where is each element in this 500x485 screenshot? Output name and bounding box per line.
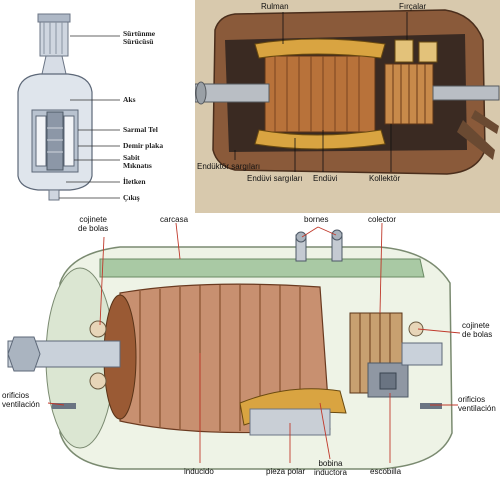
label-bornes: bornes xyxy=(304,215,329,224)
label-enduvi-sargilari: Endüvi sargıları xyxy=(247,174,303,183)
label-orificios-ventilacion-right: orificios ventilación xyxy=(458,395,496,413)
label-enduvi: Endüvi xyxy=(313,174,338,183)
label-demir-plaka: Demir plaka xyxy=(123,141,164,150)
label-fircalar: Fırçalar xyxy=(399,2,427,11)
label-inducido: inducido xyxy=(184,467,214,476)
label-sabit-miknatis: Sabit Mıknatıs xyxy=(123,153,152,170)
label-kollektor: Kollektör xyxy=(369,174,401,183)
label-carcasa: carcasa xyxy=(160,215,189,224)
label-escobilla: escobilla xyxy=(370,467,402,476)
label-cojinete-de-bolas-left: cojinete de bolas xyxy=(78,215,109,233)
panel-motor-cutaway-diagram: cojinete de bolas carcasa bornes colecto… xyxy=(0,213,500,485)
label-rulman: Rulman xyxy=(261,2,289,11)
label-colector: colector xyxy=(368,215,397,224)
label-cikis: Çıkış xyxy=(123,193,140,202)
label-surtunme-surucusu: Sürtünme Sürücüsü xyxy=(123,29,156,46)
label-aks: Aks xyxy=(123,95,136,104)
motor-schematic-drawing xyxy=(17,13,120,201)
label-orificios-ventilacion-left: orificios ventilación xyxy=(2,391,40,409)
label-endukto-sargilari: Endüktör sargıları xyxy=(197,162,261,171)
panel-motor-cutaway-photo: Rulman Fırçalar Endüktör sargıları Endüv… xyxy=(195,0,500,213)
label-bobina-inductora: bobina inductora xyxy=(314,459,347,477)
motor-diagram-drawing xyxy=(7,222,461,470)
motor-cutaway-drawing xyxy=(195,0,500,213)
label-sarmal-tel: Sarmal Tel xyxy=(123,125,158,134)
panel-motor-schematic: Sürtünme Sürücüsü Aks Sarmal Tel Demir p… xyxy=(0,0,195,213)
label-cojinete-de-bolas-right: cojinete de bolas xyxy=(462,321,493,339)
label-pieza-polar: pieza polar xyxy=(266,467,306,476)
label-iletken: İletken xyxy=(123,177,146,186)
